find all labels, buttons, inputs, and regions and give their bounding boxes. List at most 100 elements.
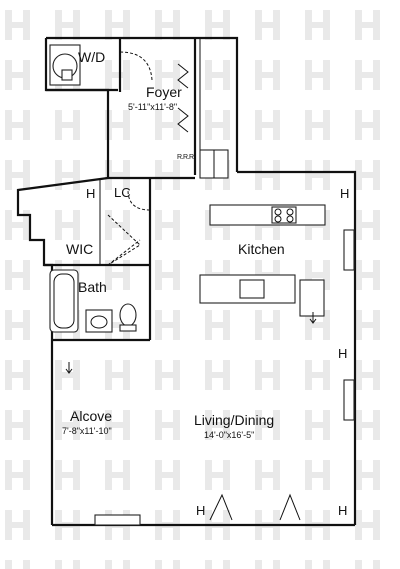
- watermark-mark: [105, 372, 130, 378]
- room-labels: W/D Foyer 5'-11"x11'-8" LC WIC Kitchen B…: [62, 49, 285, 440]
- watermark-mark: [255, 122, 280, 128]
- svg-text:H: H: [338, 503, 347, 518]
- room-alcove-dims: 7'-8"x11'-10": [62, 426, 112, 436]
- watermark-mark: [255, 322, 280, 328]
- watermark-mark: [123, 560, 130, 569]
- watermark-mark: [155, 560, 162, 569]
- watermark-mark: [155, 422, 180, 428]
- watermark-mark: [105, 222, 130, 228]
- watermark-mark: [155, 472, 180, 478]
- room-living-dims: 14'-0"x16'-5": [204, 430, 254, 440]
- watermark-mark: [255, 172, 280, 178]
- watermark-mark: [305, 322, 330, 328]
- doors: [107, 51, 301, 521]
- watermark-mark: [5, 322, 30, 328]
- room-bath-label: Bath: [78, 279, 107, 295]
- watermark-mark: [305, 372, 330, 378]
- watermark-mark: [155, 22, 180, 28]
- watermark-mark: [273, 560, 280, 569]
- watermark-mark: [155, 322, 180, 328]
- watermark-mark: [305, 560, 312, 569]
- watermark-mark: [5, 522, 30, 528]
- watermark-mark: [255, 472, 280, 478]
- svg-text:H: H: [340, 186, 349, 201]
- watermark-mark: [205, 22, 230, 28]
- watermark-mark: [5, 272, 30, 278]
- watermark-mark: [105, 172, 130, 178]
- svg-text:H: H: [86, 186, 95, 201]
- watermark-mark: [355, 372, 380, 378]
- watermark-mark: [55, 222, 80, 228]
- watermark-mark: [5, 72, 30, 78]
- watermark-mark: [23, 560, 30, 569]
- watermark-mark: [105, 72, 130, 78]
- watermark-mark: [205, 472, 230, 478]
- watermark-mark: [173, 560, 180, 569]
- watermark-mark: [355, 22, 380, 28]
- watermark-mark: [355, 72, 380, 78]
- watermark-mark: [305, 122, 330, 128]
- watermark-mark: [255, 422, 280, 428]
- fixtures: H H H H H: [49, 44, 355, 526]
- watermark-mark: [55, 372, 80, 378]
- watermark-mark: [205, 122, 230, 128]
- watermark-mark: [55, 122, 80, 128]
- watermark-mark: [355, 222, 380, 228]
- watermark-mark: [355, 272, 380, 278]
- room-foyer-label: Foyer: [146, 84, 182, 100]
- watermark-mark: [355, 560, 362, 569]
- arrow-markers: [65, 312, 317, 374]
- watermark-mark: [55, 560, 62, 569]
- room-kitchen-label: Kitchen: [238, 241, 285, 257]
- watermark-mark: [55, 22, 80, 28]
- watermark-mark: [105, 560, 112, 569]
- watermark-mark: [5, 422, 30, 428]
- watermark-mark: [355, 172, 380, 178]
- watermark-mark: [55, 172, 80, 178]
- watermark-mark: [305, 172, 330, 178]
- watermark-mark: [305, 72, 330, 78]
- watermark-mark: [255, 72, 280, 78]
- watermark-mark: [355, 522, 380, 528]
- watermark-mark: [105, 122, 130, 128]
- watermark-mark: [155, 172, 180, 178]
- svg-text:H: H: [196, 503, 205, 518]
- room-lc-label: LC: [114, 185, 131, 200]
- room-wd-label: W/D: [78, 49, 105, 65]
- watermark-mark: [105, 422, 130, 428]
- watermark-mark: [205, 322, 230, 328]
- watermark-mark: [155, 222, 180, 228]
- watermark-mark: [5, 172, 30, 178]
- watermark-mark: [105, 22, 130, 28]
- watermark-mark: [55, 472, 80, 478]
- watermark-mark: [55, 422, 80, 428]
- watermark-mark: [155, 272, 180, 278]
- watermark-mark: [355, 422, 380, 428]
- watermark-mark: [105, 472, 130, 478]
- watermark-mark: [205, 422, 230, 428]
- watermark-mark: [205, 72, 230, 78]
- watermark-mark: [5, 22, 30, 28]
- watermark-mark: [155, 122, 180, 128]
- watermark-mark: [155, 72, 180, 78]
- watermark-mark: [255, 560, 262, 569]
- watermark-mark: [305, 22, 330, 28]
- watermark-mark: [105, 272, 130, 278]
- watermark-mark: [355, 472, 380, 478]
- watermark-mark: [255, 372, 280, 378]
- watermark-mark: [323, 560, 330, 569]
- watermark-mark: [5, 560, 12, 569]
- watermark-mark: [5, 472, 30, 478]
- watermark-mark: [205, 372, 230, 378]
- watermark-mark: [205, 560, 212, 569]
- watermark-mark: [305, 472, 330, 478]
- watermark-mark: [73, 560, 80, 569]
- watermark-mark: [305, 422, 330, 428]
- watermark-mark: [355, 122, 380, 128]
- watermark-mark: [105, 322, 130, 328]
- svg-text:H: H: [338, 346, 347, 361]
- room-alcove-label: Alcove: [70, 408, 112, 424]
- watermark-mark: [5, 222, 30, 228]
- room-foyer-dims: 5'-11"x11'-8": [128, 102, 177, 112]
